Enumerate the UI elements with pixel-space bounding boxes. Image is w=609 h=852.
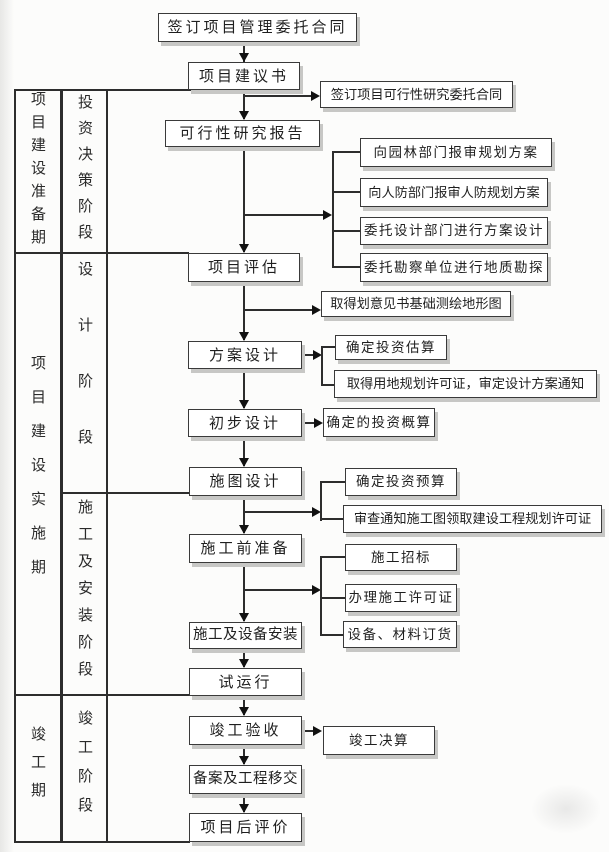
- arrow-down-icon: [239, 400, 249, 409]
- connector-line: [320, 597, 345, 599]
- connector-line: [243, 437, 245, 466]
- connector-line: [302, 354, 313, 356]
- flow-box-post-evaluation: 项目后评价: [189, 813, 302, 842]
- flow-box-feasibility-report: 可行性研究报告: [165, 120, 320, 147]
- connector-line: [244, 511, 312, 513]
- flow-box-pre-construction: 施工前准备: [189, 534, 302, 563]
- arrow-down-icon: [239, 111, 249, 120]
- connector-line: [243, 696, 245, 715]
- arrow-down-icon: [239, 525, 249, 534]
- branch-box-survey-topographic-map: 取得划意见书基础测绘地形图: [321, 291, 511, 317]
- connector-line: [320, 556, 345, 558]
- connector-line: [302, 730, 313, 732]
- table-border-top: [14, 89, 191, 91]
- connector-line: [243, 794, 245, 812]
- arrow-down-icon: [239, 659, 249, 668]
- table-border-middle: [60, 89, 63, 843]
- phase-stage-completion: 竣工阶段: [76, 710, 93, 826]
- connector-line: [243, 282, 245, 340]
- branch-box-construction-planning-permit: 审查通知施工图领取建设工程规划许可证: [343, 505, 602, 533]
- connector-line: [243, 42, 245, 62]
- arrow-right-icon: [313, 726, 322, 736]
- connector-line: [243, 496, 245, 533]
- table-border-right: [106, 89, 108, 843]
- connector-line: [320, 481, 322, 521]
- connector-line: [302, 422, 314, 424]
- connector-line: [320, 481, 345, 483]
- connector-line: [332, 151, 334, 268]
- flow-box-drawing-design: 施图设计: [189, 467, 302, 496]
- connector-line: [244, 95, 311, 97]
- connector-line: [243, 147, 245, 252]
- connector-line: [243, 649, 245, 667]
- flow-box-preliminary-design: 初步设计: [188, 409, 302, 437]
- connector-line: [244, 214, 323, 216]
- branch-box-investment-estimate: 确定投资估算: [335, 335, 447, 360]
- arrow-down-icon: [239, 613, 249, 622]
- arrow-right-icon: [314, 418, 323, 428]
- flow-box-trial-run: 试运行: [189, 668, 302, 696]
- arrow-right-icon: [312, 305, 321, 315]
- arrow-right-icon: [312, 585, 321, 595]
- flow-box-filing-handover: 备案及工程移交: [189, 765, 302, 794]
- branch-box-civil-defense-plan: 向人防部门报审人防规划方案: [360, 178, 548, 207]
- phase-stage-construction-installation: 施工及安装阶段: [76, 499, 93, 688]
- table-row-divider-2: [14, 694, 190, 696]
- branch-box-entrust-geological-survey: 委托勘察单位进行地质勘探: [360, 253, 548, 282]
- table-row-divider-1: [14, 252, 189, 254]
- connector-line: [243, 369, 245, 408]
- connector-line: [320, 556, 322, 636]
- branch-box-completion-final-account: 竣工决算: [323, 726, 435, 755]
- phase-period-preparation: 项目建设准备期: [29, 91, 46, 252]
- flow-box-construction-equipment-installation: 施工及设备安装: [189, 622, 302, 649]
- connector-line: [321, 346, 323, 386]
- arrow-down-icon: [239, 53, 249, 62]
- branch-box-land-planning-permit: 取得用地规划许可证，审定设计方案通知: [334, 370, 597, 398]
- arrow-down-icon: [239, 332, 249, 341]
- phase-stage-design: 设计阶段: [76, 260, 93, 485]
- branch-box-investment-budget: 确定投资预算: [345, 468, 457, 496]
- arrow-right-icon: [313, 350, 322, 360]
- connector-line: [321, 346, 335, 348]
- connector-line: [332, 230, 360, 232]
- connector-line: [243, 745, 245, 764]
- table-stage-divider: [60, 492, 190, 494]
- arrow-down-icon: [239, 707, 249, 716]
- arrow-right-icon: [312, 507, 321, 517]
- flow-box-completion-acceptance: 竣工验收: [189, 716, 302, 745]
- branch-box-equipment-material-order: 设备、材料订货: [343, 621, 457, 648]
- table-border-left: [14, 89, 16, 843]
- connector-line: [332, 266, 360, 268]
- table-border-bottom: [14, 841, 190, 843]
- branch-box-construction-bidding: 施工招标: [345, 544, 457, 571]
- arrow-right-icon: [311, 91, 320, 101]
- phase-period-completion: 竣工期: [29, 726, 46, 810]
- branch-box-construction-permit: 办理施工许可证: [345, 584, 457, 612]
- arrow-down-icon: [239, 804, 249, 813]
- connector-line: [243, 90, 245, 119]
- connector-line: [244, 309, 312, 311]
- connector-line: [321, 384, 334, 386]
- arrow-right-icon: [323, 210, 332, 220]
- connector-line: [320, 518, 343, 520]
- connector-line: [244, 589, 312, 591]
- arrow-down-icon: [239, 244, 249, 253]
- flow-box-project-proposal: 项目建议书: [188, 62, 300, 90]
- phase-stage-investment-decision: 投资决策阶段: [76, 93, 93, 250]
- connector-line: [332, 191, 360, 193]
- phase-period-implementation: 项目建设实施期: [29, 354, 46, 593]
- branch-box-entrust-design-dept: 委托设计部门进行方案设计: [360, 217, 548, 245]
- arrow-down-icon: [239, 756, 249, 765]
- branch-box-approved-investment-budget: 确定的投资概算: [323, 408, 435, 437]
- branch-box-garden-dept-plan: 向园林部门报审规划方案: [360, 138, 552, 167]
- flow-box-sign-management-contract: 签订项目管理委托合同: [158, 13, 357, 42]
- connector-line: [243, 563, 245, 621]
- connector-line: [332, 151, 360, 153]
- arrow-down-icon: [239, 458, 249, 467]
- flow-box-project-evaluation: 项目评估: [188, 253, 300, 282]
- connector-line: [320, 634, 343, 636]
- branch-box-sign-feasibility-contract: 签订项目可行性研究委托合同: [320, 81, 513, 108]
- flow-box-scheme-design: 方案设计: [188, 341, 302, 369]
